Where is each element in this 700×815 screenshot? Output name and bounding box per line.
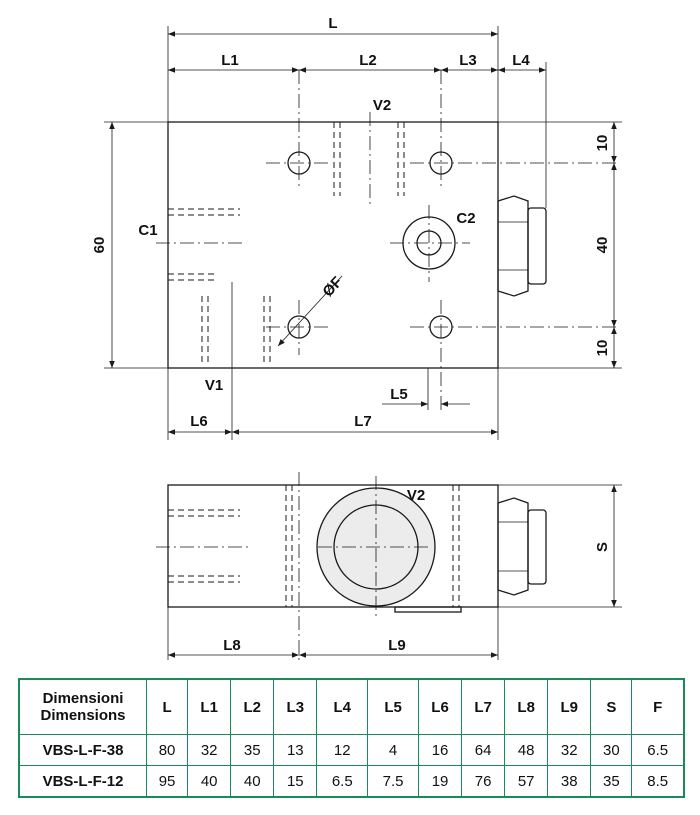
diameter-leader	[277, 275, 343, 347]
front-fitting	[497, 497, 547, 596]
header-line-1: Dimensioni	[42, 690, 124, 707]
table-row: VBS-L-F-12 95 40 40 15 6.5 7.5 19 76 57 …	[18, 765, 685, 798]
table-cell: 4	[367, 734, 420, 766]
table-cell: 30	[590, 734, 633, 766]
fitting	[497, 195, 547, 297]
label-L5: L5	[390, 386, 408, 403]
col-header: L5	[367, 678, 420, 735]
col-header: L8	[504, 678, 549, 735]
label-40: 40	[594, 237, 611, 254]
label-10-bottom: 10	[594, 340, 611, 357]
label-10-top: 10	[594, 135, 611, 152]
front-dimensions	[167, 484, 622, 660]
model-name: VBS-L-F-12	[18, 765, 147, 798]
label-C1: C1	[138, 222, 157, 239]
col-header: L	[145, 678, 189, 735]
table-cell: 15	[273, 765, 318, 798]
table-cell: 35	[230, 734, 275, 766]
col-header: L9	[547, 678, 592, 735]
table-cell: 32	[187, 734, 232, 766]
table-cell: 48	[504, 734, 549, 766]
label-L8: L8	[223, 637, 241, 654]
table-cell: 76	[461, 765, 506, 798]
table-cell: 95	[145, 765, 189, 798]
table-cell: 35	[590, 765, 633, 798]
dimension-labels: L L1 L2 L3 L4 V2 C1 C2 ØF V1 L5 L6 L7 60…	[91, 15, 611, 654]
label-L: L	[328, 15, 337, 32]
table-cell: 12	[316, 734, 369, 766]
label-C2: C2	[456, 210, 475, 227]
table-cell: 32	[547, 734, 592, 766]
table-cell: 19	[418, 765, 463, 798]
col-header: L6	[418, 678, 463, 735]
table-cell: 64	[461, 734, 506, 766]
table-cell: 8.5	[631, 765, 685, 798]
label-L2: L2	[359, 52, 377, 69]
top-dimensions	[104, 26, 622, 440]
label-L6: L6	[190, 413, 208, 430]
table-cell: 16	[418, 734, 463, 766]
table-cell: 13	[273, 734, 318, 766]
col-header: S	[590, 678, 633, 735]
col-header: F	[631, 678, 685, 735]
model-name: VBS-L-F-38	[18, 734, 147, 766]
table-cell: 6.5	[316, 765, 369, 798]
col-header: L2	[230, 678, 275, 735]
label-L9: L9	[388, 637, 406, 654]
hidden-passages	[168, 122, 405, 366]
front-view	[156, 472, 547, 660]
label-V2-top: V2	[373, 97, 391, 114]
table-cell: 40	[187, 765, 232, 798]
label-60: 60	[91, 237, 108, 254]
table-cell: 6.5	[631, 734, 685, 766]
label-L7: L7	[354, 413, 372, 430]
table-cell: 57	[504, 765, 549, 798]
top-view	[156, 70, 620, 440]
table-cell: 38	[547, 765, 592, 798]
col-header: L7	[461, 678, 506, 735]
col-header: L3	[273, 678, 318, 735]
label-S: S	[594, 542, 611, 552]
col-header: L4	[316, 678, 369, 735]
label-L4: L4	[512, 52, 530, 69]
label-V1: V1	[205, 377, 223, 394]
table-header-row: Dimensioni Dimensions L L1 L2 L3 L4 L5 L…	[18, 678, 685, 735]
label-L3: L3	[459, 52, 477, 69]
header-line-2: Dimensions	[40, 707, 126, 724]
block-outline	[167, 121, 499, 369]
table-header-dimensions: Dimensioni Dimensions	[18, 678, 147, 735]
dimensions-table: Dimensioni Dimensions L L1 L2 L3 L4 L5 L…	[18, 678, 685, 798]
table-cell: 7.5	[367, 765, 420, 798]
technical-drawing: L L1 L2 L3 L4 V2 C1 C2 ØF V1 L5 L6 L7 60…	[91, 15, 622, 660]
label-L1: L1	[221, 52, 239, 69]
col-header: L1	[187, 678, 232, 735]
label-V2-front: V2	[407, 487, 425, 504]
port-c2	[390, 205, 470, 282]
table-cell: 40	[230, 765, 275, 798]
table-row: VBS-L-F-38 80 32 35 13 12 4 16 64 48 32 …	[18, 734, 685, 766]
table-cell: 80	[145, 734, 189, 766]
